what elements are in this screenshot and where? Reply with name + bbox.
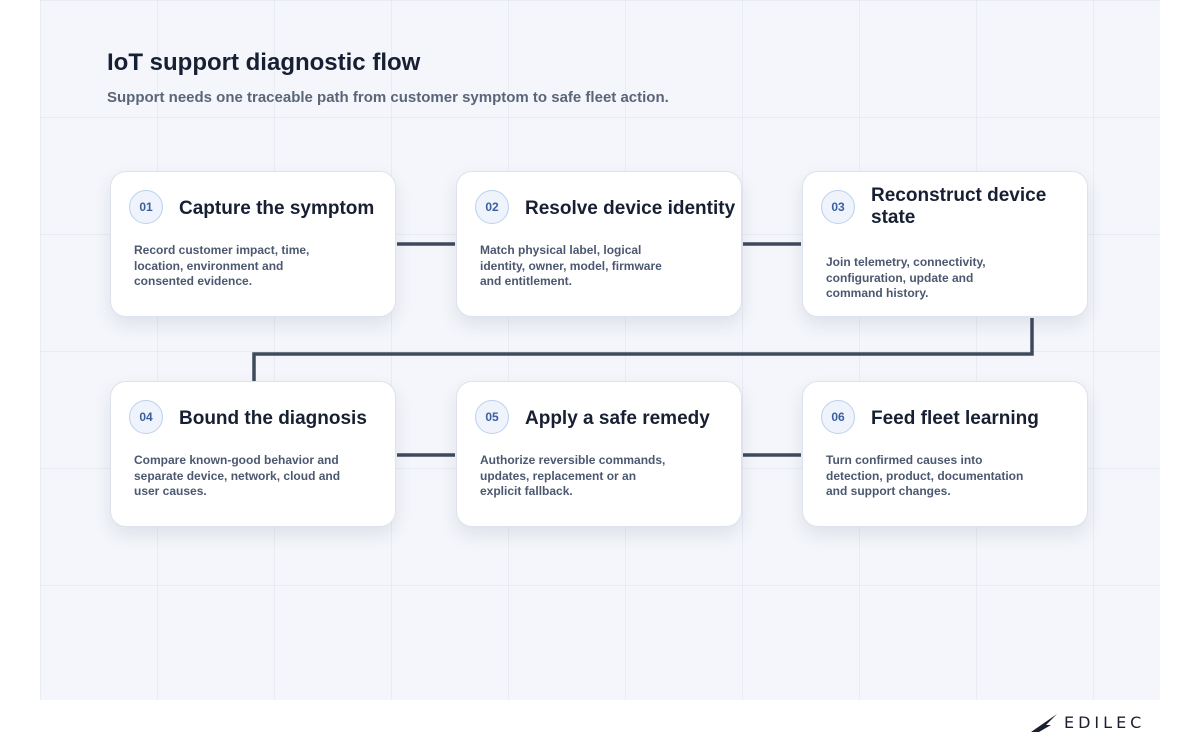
step-card-capture-symptom: 01 Capture the symptom Record customer i…: [110, 171, 396, 317]
step-description: Match physical label, logical identity, …: [480, 243, 662, 288]
step-title: Reconstruct device state: [871, 185, 1047, 228]
logo-mark-icon: [1031, 714, 1057, 732]
step-card-fleet-learning: 06 Feed fleet learning Turn confirmed ca…: [802, 381, 1088, 527]
step-title: Resolve device identity: [525, 198, 736, 219]
step-number-badge: 06: [821, 400, 855, 434]
step-number-badge: 01: [129, 190, 163, 224]
step-description: Join telemetry, connectivity, configurat…: [826, 255, 986, 300]
step-number-badge: 02: [475, 190, 509, 224]
connector-03-04: [252, 318, 1034, 381]
step-description: Authorize reversible commands, updates, …: [480, 453, 666, 498]
step-card-reconstruct-state: 03 Reconstruct device state Join telemet…: [802, 171, 1088, 317]
page-title: IoT support diagnostic flow: [107, 49, 421, 76]
diagram-background: [40, 0, 1160, 700]
brand-logo-text: EDILEC: [1064, 713, 1146, 732]
step-title: Bound the diagnosis: [179, 408, 367, 429]
step-title: Feed fleet learning: [871, 408, 1039, 429]
brand-logo: EDILEC: [1030, 710, 1145, 736]
step-description: Compare known-good behavior and separate…: [134, 453, 341, 498]
step-number-badge: 03: [821, 190, 855, 224]
step-title: Capture the symptom: [179, 198, 375, 219]
step-description: Record customer impact, time, location, …: [134, 243, 310, 288]
step-card-safe-remedy: 05 Apply a safe remedy Authorize reversi…: [456, 381, 742, 527]
step-card-resolve-identity: 02 Resolve device identity Match physica…: [456, 171, 742, 317]
step-title: Apply a safe remedy: [525, 408, 710, 429]
step-card-bound-diagnosis: 04 Bound the diagnosis Compare known-goo…: [110, 381, 396, 527]
step-description: Turn confirmed causes into detection, pr…: [826, 453, 1024, 498]
step-number-badge: 04: [129, 400, 163, 434]
page-subtitle: Support needs one traceable path from cu…: [107, 89, 669, 106]
step-number-badge: 05: [475, 400, 509, 434]
